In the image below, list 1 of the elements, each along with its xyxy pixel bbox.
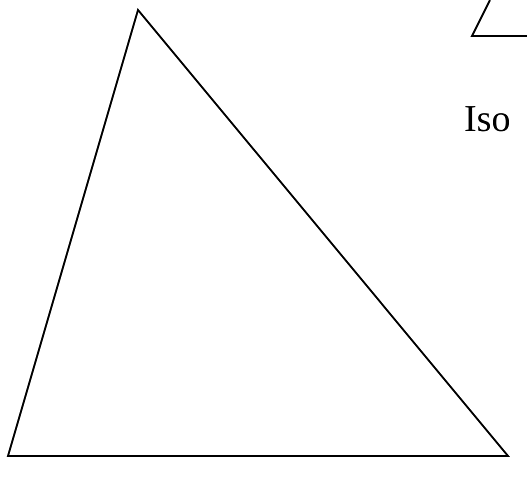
shape-label: Iso bbox=[464, 100, 510, 138]
